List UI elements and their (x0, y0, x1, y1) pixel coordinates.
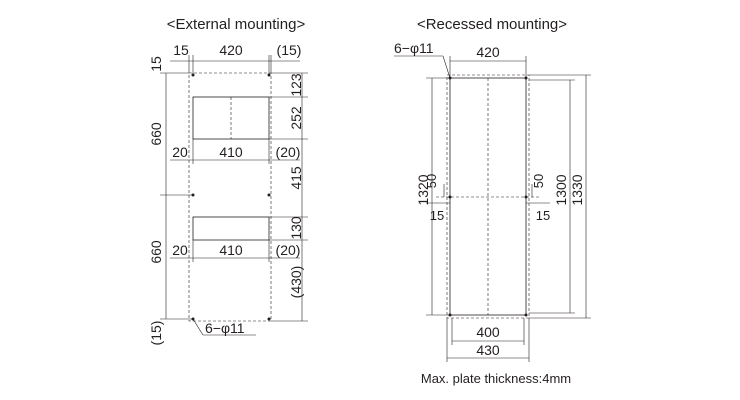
external-dim-15-left: 15 (173, 42, 189, 58)
recessed-hole (448, 195, 452, 199)
recessed-holes-label: 6−φ11 (394, 40, 434, 56)
recessed-hole (524, 313, 528, 317)
recessed-plate-outline (446, 74, 530, 319)
recessed-dim-430: 430 (476, 342, 500, 358)
external-dim-660-upper: 660 (148, 122, 164, 146)
external-dim-15-right: (15) (277, 42, 302, 58)
recessed-dim-1330: 1330 (569, 174, 585, 205)
external-dim-660-lower: 660 (148, 240, 164, 264)
external-dim-415: 415 (288, 166, 304, 190)
external-dim-130: 130 (288, 216, 304, 240)
recessed-thickness-note: Max. plate thickness:4mm (421, 371, 571, 386)
external-hole (267, 317, 271, 321)
recessed-dim-15-left: 15 (430, 208, 444, 223)
external-row2-20: 20 (172, 242, 188, 258)
external-title: <External mounting> (167, 16, 306, 33)
recessed-hole (524, 195, 528, 199)
recessed-dim-1320: 1320 (415, 174, 431, 205)
external-dim-15-bottom: (15) (148, 321, 164, 346)
recessed-dim-15-right: 15 (536, 208, 550, 223)
external-row2-20-right: (20) (276, 242, 301, 258)
external-dim-252: 252 (288, 106, 304, 130)
external-mounting-view: <External mounting> 15 420 (15) 15 660 6… (148, 16, 308, 345)
external-row1-20-right: (20) (276, 144, 301, 160)
external-dim-123: 123 (288, 73, 304, 97)
external-dim-430: (430) (288, 266, 304, 299)
external-dim-420: 420 (219, 42, 243, 58)
recessed-dim-400: 400 (476, 324, 500, 340)
external-panel-outline (188, 72, 272, 322)
recessed-dim-50-right: 50 (531, 174, 546, 188)
external-holes-leader (192, 318, 204, 336)
external-holes-label: 6−φ11 (205, 320, 245, 336)
external-dim-15-top: 15 (148, 56, 164, 72)
recessed-holes-leader (442, 55, 451, 79)
external-row1-410: 410 (219, 144, 243, 160)
recessed-title: <Recessed mounting> (417, 16, 567, 33)
recessed-mounting-view: <Recessed mounting> 6−φ11 420 1320 50 1 (394, 16, 591, 386)
recessed-dim-420: 420 (476, 44, 500, 60)
external-cutout-lower (192, 216, 270, 241)
external-row2-410: 410 (219, 242, 243, 258)
external-hole (267, 193, 271, 197)
external-row1-20: 20 (172, 144, 188, 160)
recessed-dim-1300: 1300 (553, 174, 569, 205)
recessed-dim-50-left: 50 (424, 174, 439, 188)
